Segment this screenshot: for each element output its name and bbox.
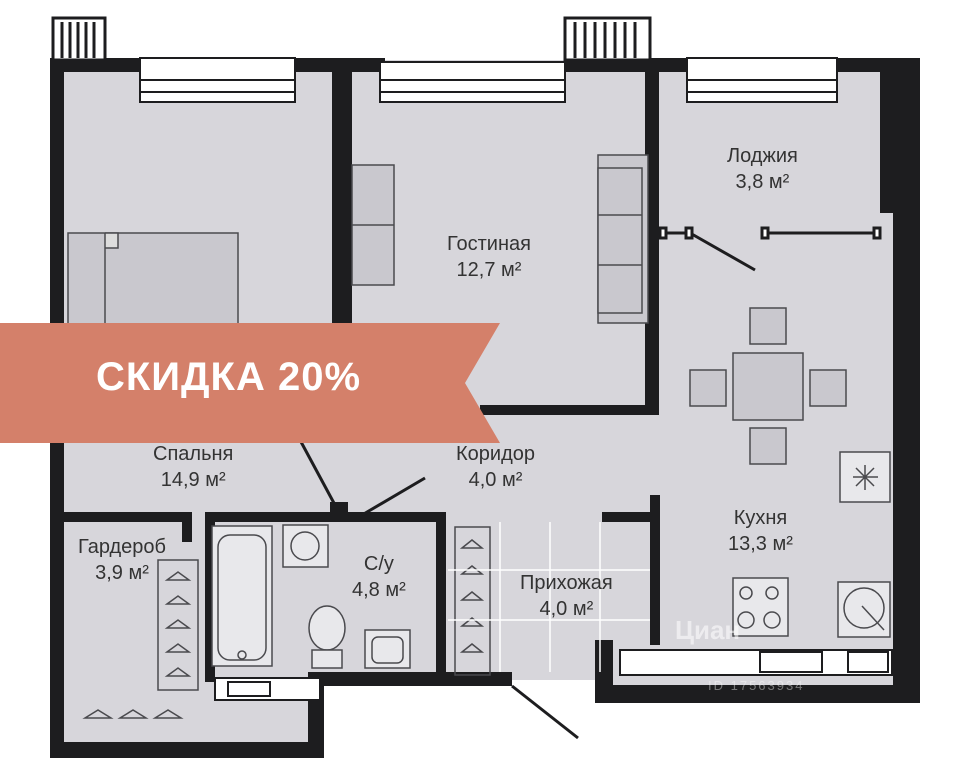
room-area: 12,7 м² (456, 259, 522, 281)
tv-cabinet (351, 164, 395, 286)
sofa (597, 154, 649, 324)
washing-machine (282, 524, 329, 568)
watermark-id: ID 17563934 (708, 678, 805, 693)
kitchen-appliances (732, 451, 891, 638)
room-name: Кухня (733, 507, 788, 529)
room-label-hallway: Прихожая 4,0 м² (520, 570, 613, 622)
room-label-bedroom: Спальня 14,9 м² (153, 441, 233, 493)
room-area: 3,9 м² (95, 562, 149, 584)
sink (364, 629, 411, 669)
room-area: 14,9 м² (160, 469, 226, 491)
discount-banner-shape (0, 323, 500, 443)
bathroom-counter (214, 677, 321, 701)
room-name: Коридор (456, 443, 535, 465)
room-name: С/у (363, 553, 394, 575)
hallway-tiles (448, 522, 650, 672)
room-label-wardrobe: Гардероб 3,9 м² (78, 534, 166, 586)
ventilation-grilles (51, 16, 652, 62)
discount-text: СКИДКА 20% (96, 355, 362, 399)
door-swings (298, 439, 579, 740)
room-name: Прихожая (520, 572, 613, 594)
room-name: Спальня (153, 443, 234, 465)
interior-walls (60, 65, 660, 684)
outer-walls (50, 58, 920, 758)
loggia-partition (658, 226, 882, 272)
room-name: Лоджия (727, 145, 798, 167)
room-area: 13,3 м² (728, 533, 793, 555)
room-area: 3,8 м² (735, 171, 790, 193)
bed (67, 232, 239, 329)
room-area: 4,0 м² (468, 469, 523, 491)
room-area: 4,0 м² (539, 598, 594, 620)
wardrobe-hangers (82, 526, 491, 719)
watermark-logo: Циан (675, 615, 741, 645)
dining-table (689, 307, 847, 465)
toilet (308, 605, 346, 669)
room-label-kitchen: Кухня 13,3 м² (728, 505, 793, 557)
room-label-loggia: Лоджия 3,8 м² (727, 143, 798, 195)
room-name: Гардероб (78, 536, 166, 558)
room-area: 4,8 м² (352, 579, 406, 601)
room-label-bathroom: С/у 4,8 м² (352, 551, 406, 603)
room-label-living: Гостиная 12,7 м² (447, 231, 531, 283)
room-label-corridor: Коридор 4,0 м² (456, 441, 535, 493)
room-name: Гостиная (447, 233, 531, 255)
windows (139, 57, 838, 103)
bathtub (211, 525, 273, 667)
kitchen-counter (619, 649, 893, 676)
discount-banner (0, 323, 500, 443)
